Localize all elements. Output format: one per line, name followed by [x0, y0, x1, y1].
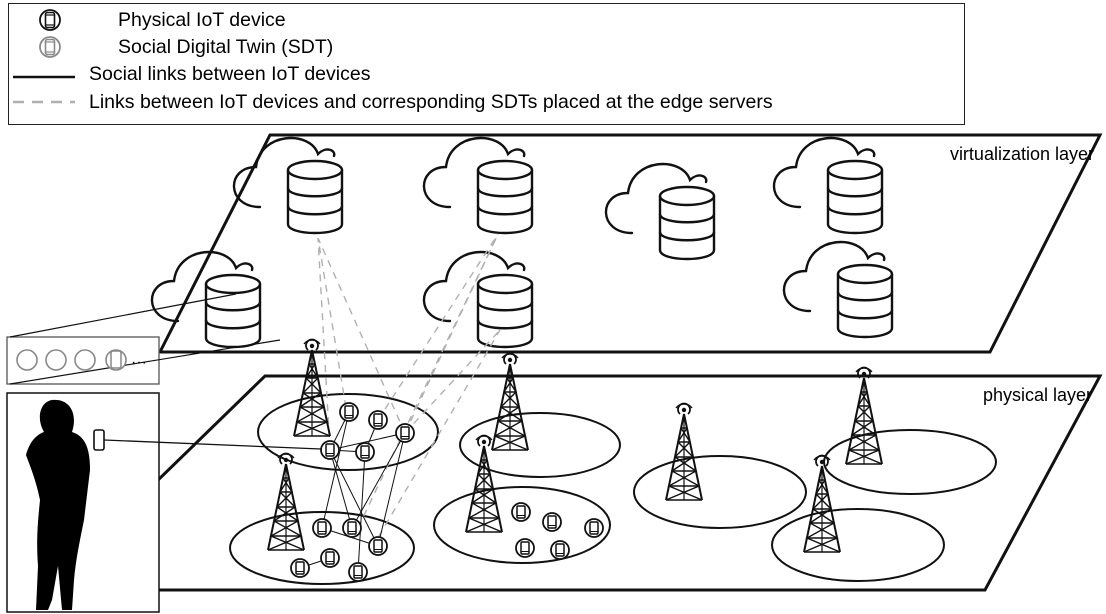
- iot-device-icon: [348, 562, 368, 582]
- legend-box: Physical IoT device Social Digital Twin …: [8, 3, 965, 125]
- coverage-area: [257, 393, 439, 471]
- virtualization-layer-label: virtualization layer: [950, 144, 1094, 164]
- dashed-line-icon: [13, 100, 75, 104]
- legend-label-sdt: Social Digital Twin (SDT): [118, 35, 334, 58]
- person-silhouette: [26, 399, 90, 610]
- physical-layer-label: physical layer: [983, 385, 1092, 405]
- legend-row-physical-device: Physical IoT device: [9, 6, 286, 34]
- camera-device-icon: [290, 558, 310, 578]
- user-to-device-link: [103, 439, 322, 450]
- gauge-device-icon: [368, 410, 388, 430]
- iot-device-icon: [542, 512, 562, 532]
- legend-row-sdt-links: Links between IoT devices and correspond…: [9, 88, 773, 116]
- coverage-area: [229, 511, 415, 585]
- legend-label-sdt-links: Links between IoT devices and correspond…: [89, 90, 773, 113]
- inset-ellipsis: ···: [131, 354, 147, 371]
- sdt-phone-icon: [39, 36, 61, 58]
- legend-row-social-links: Social links between IoT devices: [9, 60, 370, 88]
- iot-device-icon: [312, 518, 332, 538]
- legend-row-sdt: Social Digital Twin (SDT): [9, 33, 333, 61]
- iot-device-icon: [511, 502, 531, 522]
- smartphone-device-icon: [320, 440, 340, 460]
- phone-icon: [93, 429, 105, 451]
- plug-device-icon: [395, 423, 415, 443]
- solid-line-icon: [13, 75, 75, 79]
- user-inset: [6, 392, 322, 613]
- coverage-area: [771, 508, 945, 582]
- coverage-area: [633, 455, 807, 529]
- gauge-device-icon: [584, 518, 604, 538]
- iot-device-icon: [550, 540, 570, 560]
- phone-icon: [39, 9, 61, 31]
- iot-device-icon: [342, 518, 362, 538]
- sdt-links: [317, 233, 501, 549]
- inset-device-row: ···: [6, 293, 281, 385]
- phone-icon: [110, 350, 122, 369]
- iot-device-icon: [320, 548, 340, 568]
- iot-device-icon: [339, 402, 359, 422]
- legend-label-social-links: Social links between IoT devices: [89, 62, 371, 85]
- coverage-area: [459, 412, 621, 478]
- coverage-area: [433, 486, 611, 564]
- iot-device-icon: [368, 536, 388, 556]
- iot-device-icon: [515, 538, 535, 558]
- physical-layer-plane: [41, 374, 1103, 592]
- legend-label-physical-device: Physical IoT device: [118, 8, 286, 31]
- iot-device-icon: [355, 442, 375, 462]
